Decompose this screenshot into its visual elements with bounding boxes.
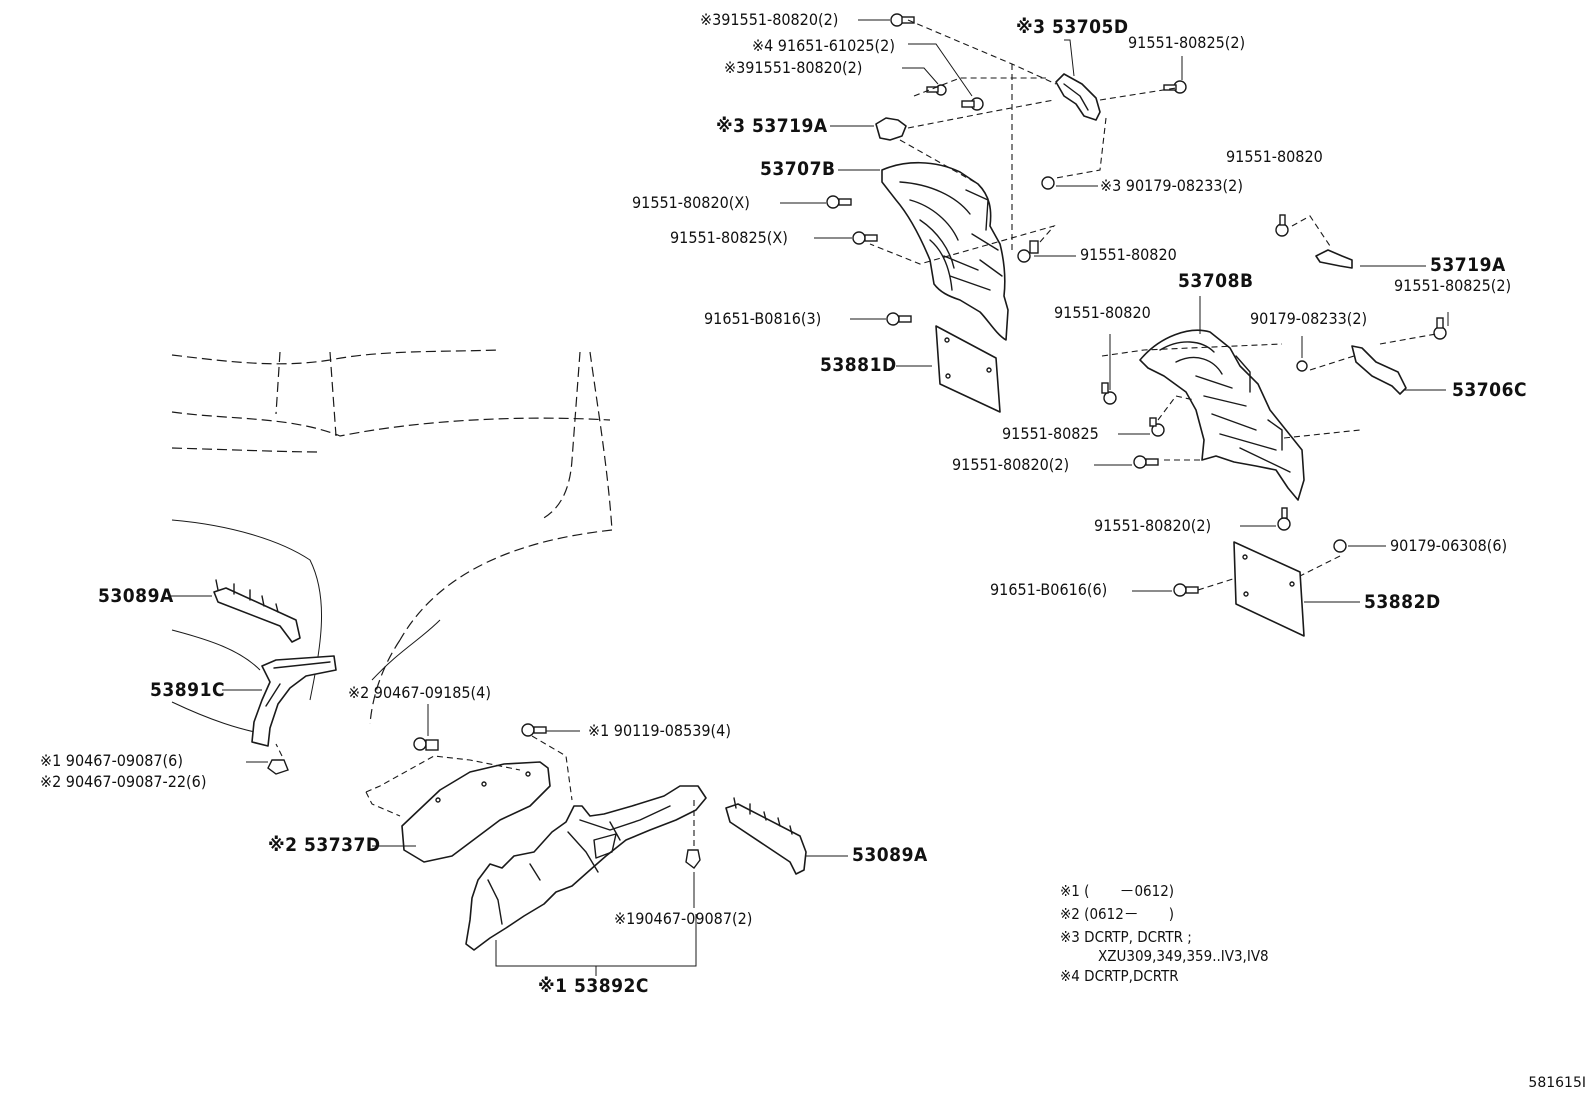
brace-53891C — [251, 655, 337, 747]
callout-14: 53708B — [1178, 270, 1254, 292]
callout-15: 91551-80825(2) — [1394, 276, 1512, 295]
bolt-90119-08539 — [521, 723, 547, 737]
mudguard-53882D — [1233, 541, 1305, 637]
bolt-91651-61025 — [961, 97, 984, 111]
bolt-91551-80825X — [852, 231, 878, 245]
clip-90467-09185 — [413, 737, 439, 751]
callout-29: ※2 90467-09185(4) — [348, 683, 491, 702]
callout-33: ※2 53737D — [268, 834, 381, 856]
rail-53089A-right — [725, 797, 807, 875]
mudguard-53881D — [935, 325, 1001, 413]
inner-fender-53708B — [1139, 329, 1305, 501]
vehicle-body-outline — [171, 349, 613, 736]
clip-90467-09087-left — [267, 759, 289, 775]
callout-20: 53706C — [1452, 379, 1528, 401]
callout-31: ※1 90467-09087(6) — [40, 751, 183, 770]
bolt-91551-80820-c — [1017, 240, 1039, 263]
inner-fender-53707B — [881, 161, 1009, 341]
callout-17: 91551-80820 — [1054, 303, 1151, 322]
bracket-53706C — [1351, 345, 1407, 395]
callout-8: ※3 90179-08233(2) — [1100, 176, 1243, 195]
bracket-53719A-right — [1315, 249, 1353, 269]
splash-53737D — [401, 761, 551, 863]
clip-90467-09087-lower — [685, 849, 701, 869]
callout-19: 53881D — [820, 354, 897, 376]
note-1: ※1 ( －0612) — [1060, 882, 1175, 900]
bolt-91551-80820-right — [1275, 214, 1289, 237]
callout-5: ※391551-80820(2) — [724, 58, 863, 77]
callout-7: 53707B — [760, 158, 836, 180]
note-2: ※2 (0612－ ) — [1060, 905, 1175, 923]
callout-30: ※1 90119-08539(4) — [588, 721, 731, 740]
callout-25: 91651-B0616(6) — [990, 580, 1108, 599]
note-4: ※4 DCRTP,DCRTR — [1060, 967, 1179, 985]
bolt-91651-B0816 — [886, 312, 912, 326]
nut-90179-08233-right — [1296, 360, 1308, 372]
callout-4: ※4 91651-61025(2) — [752, 36, 895, 55]
rail-53089A-left — [213, 579, 301, 643]
callout-18: 90179-08233(2) — [1250, 309, 1368, 328]
callout-1: ※391551-80820(2) — [700, 10, 839, 29]
callout-9: 91551-80820 — [1226, 147, 1323, 166]
callout-13: 53719A — [1430, 254, 1506, 276]
note-3-models: XZU309,349,359..IV3,IV8 — [1098, 947, 1269, 965]
bracket-53892C — [465, 785, 707, 951]
bolt-91551-80825-top — [1163, 80, 1187, 94]
callout-22: 91551-80820(2) — [952, 455, 1070, 474]
fasteners — [267, 13, 1447, 869]
bolt-91651-B0616 — [1173, 583, 1199, 597]
callout-2: ※3 53705D — [1016, 16, 1129, 38]
callout-35: ※190467-09087(2) — [614, 909, 753, 928]
callout-24: 90179-06308(6) — [1390, 536, 1508, 555]
bolt-91551-80820-d — [1101, 382, 1117, 405]
bracket-53705D — [1055, 73, 1101, 121]
callout-3: 91551-80825(2) — [1128, 33, 1246, 52]
assembly-dashed-lines — [275, 19, 1437, 846]
bolt-91551-80820-f — [1277, 507, 1291, 531]
bolt-91551-80820-e — [1133, 455, 1159, 469]
note-3: ※3 DCRTP, DCRTR ; — [1060, 928, 1192, 946]
callout-27: 53089A — [98, 585, 174, 607]
callout-21: 91551-80825 — [1002, 424, 1099, 443]
nut-90179-06308 — [1333, 539, 1347, 553]
bolt-91551-80820X — [826, 195, 852, 209]
bracket-53719A-upper — [875, 117, 907, 141]
callout-26: 53882D — [1364, 591, 1441, 613]
bolt-91551-80820-top — [890, 13, 915, 27]
nut-90179-08233-top — [1041, 176, 1055, 190]
callout-28: 53891C — [150, 679, 226, 701]
callout-6: ※3 53719A — [716, 115, 828, 137]
callout-36: ※1 53892C — [538, 975, 649, 997]
leader-lines — [170, 19, 1449, 976]
bolt-91551-80825-right — [1433, 317, 1447, 340]
figure-number: 581615I — [1528, 1075, 1586, 1091]
callout-32: ※2 90467-09087-22(6) — [40, 772, 207, 791]
callout-23: 91551-80820(2) — [1094, 516, 1212, 535]
callout-12: 91551-80820 — [1080, 245, 1177, 264]
bolt-91551-80820-b — [926, 84, 947, 96]
callout-34: 53089A — [852, 844, 928, 866]
bolt-91551-80825-d — [1149, 417, 1165, 437]
callout-16: 91651-B0816(3) — [704, 309, 822, 328]
callout-10: 91551-80820(X) — [632, 193, 750, 212]
callout-11: 91551-80825(X) — [670, 228, 788, 247]
